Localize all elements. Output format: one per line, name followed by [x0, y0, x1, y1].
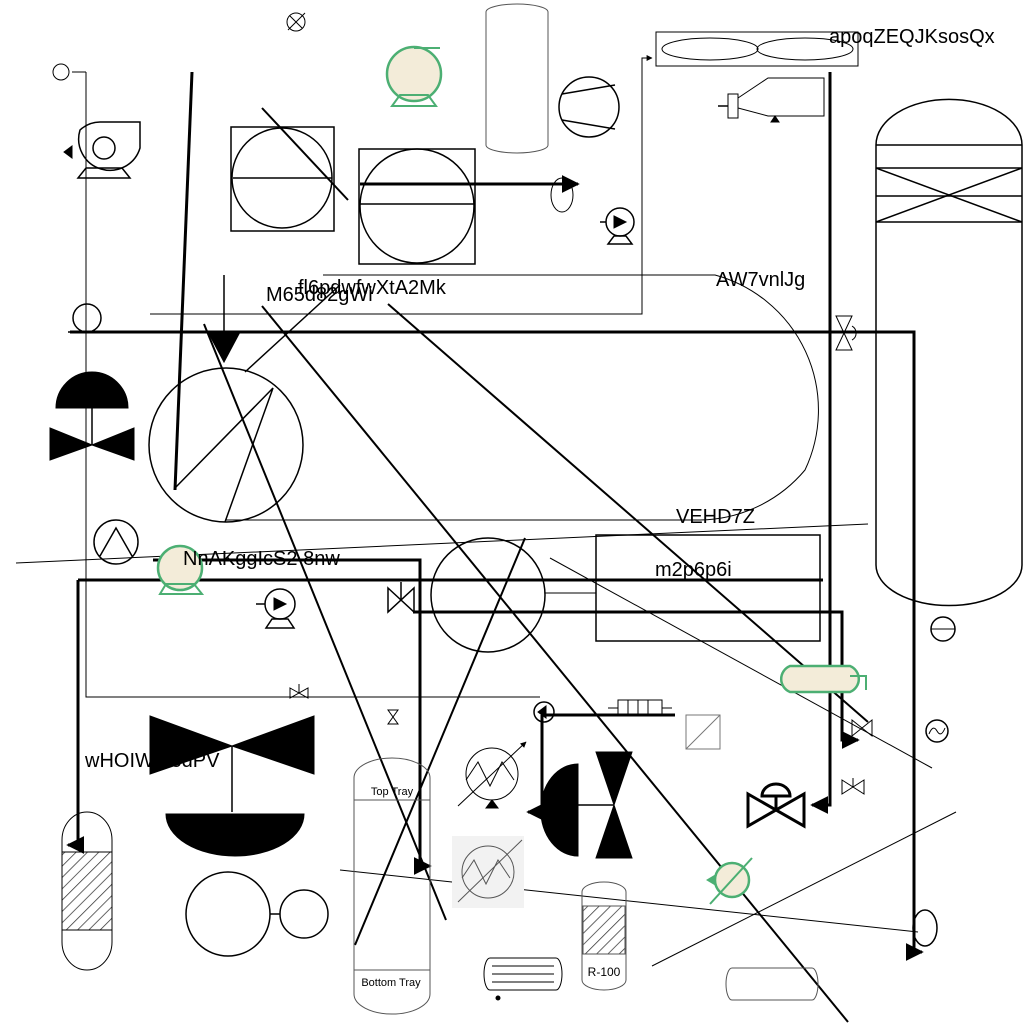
flow-indicator — [286, 12, 306, 32]
stream-labels: apoqZEQJKsosQx fl6pdwfwXtA2Mk M65d82gWi … — [84, 26, 995, 772]
label-8: wHOIW1I8dPV — [84, 750, 220, 772]
twin-compressor — [185, 871, 329, 957]
oval-small — [550, 177, 574, 213]
air-cooler — [655, 31, 859, 67]
reciprocating-compressor — [148, 275, 341, 523]
control-valve-right — [746, 782, 806, 829]
instrument-circle-1 — [930, 616, 956, 642]
vertical-vessel — [485, 3, 549, 154]
label-3: M65d82gWi — [266, 284, 373, 306]
heat-exchanger-icon-1 — [457, 741, 527, 809]
packed-vessel-left — [61, 811, 113, 971]
valve-tiny-2 — [387, 709, 399, 725]
heat-exchanger-box-1 — [230, 126, 335, 232]
valve-right-small-2 — [851, 718, 873, 738]
gate-valve-small — [387, 582, 415, 614]
filter-box — [685, 714, 721, 750]
control-valve-left — [49, 371, 135, 461]
diagonal-lines — [15, 107, 957, 1023]
instrument-circle-2 — [925, 719, 949, 743]
drum-green — [780, 664, 867, 694]
reactor-r100: R-100 — [581, 881, 627, 991]
label-7: NnAKggIcS2 8nw — [183, 548, 340, 570]
pump-small-1 — [68, 303, 104, 333]
compressor — [558, 76, 620, 138]
label-4: AW7vnlJg — [716, 269, 805, 291]
reactor-label: R-100 — [588, 965, 621, 979]
top-tray-label: Top Tray — [371, 786, 414, 798]
shell-tube-exchanger — [430, 534, 821, 653]
exchanger-green — [706, 857, 753, 905]
horizontal-drum-bottom — [725, 967, 819, 1001]
label-6: m2p6p6i — [655, 559, 732, 581]
plate-exchanger — [608, 699, 672, 717]
label-1: apoqZEQJKsosQx — [829, 26, 995, 48]
small-instrument — [52, 63, 70, 81]
pump-tiny — [533, 701, 555, 723]
centrifugal-fan — [63, 121, 141, 179]
distillation-column — [875, 98, 1023, 607]
heat-exchanger-box-2 — [358, 148, 476, 265]
pump-small-3 — [256, 588, 296, 629]
valve-tiny-1 — [289, 684, 309, 699]
horizontal-exchanger-bottom — [483, 957, 563, 1001]
blower — [718, 77, 825, 123]
compressor-small — [93, 519, 139, 565]
pump-green-mid — [156, 544, 205, 595]
heat-exchanger-icon-2 — [452, 836, 524, 908]
bottom-tray-label: Bottom Tray — [361, 977, 421, 989]
label-5: VEHD7Z — [676, 506, 755, 528]
thin-process-lines — [72, 55, 819, 698]
label-2: fl6pdwfwXtA2Mk — [298, 277, 447, 299]
pump-green-top — [385, 45, 443, 107]
relief-valve — [835, 315, 857, 351]
instrument-oval-right — [912, 909, 938, 947]
control-valve-large — [149, 715, 315, 857]
diaphragm-control-valve — [540, 751, 633, 859]
tray-column: Top Tray Bottom Tray — [353, 757, 431, 1015]
pump-small-2 — [600, 207, 635, 245]
valve-right-small-1 — [841, 778, 865, 795]
